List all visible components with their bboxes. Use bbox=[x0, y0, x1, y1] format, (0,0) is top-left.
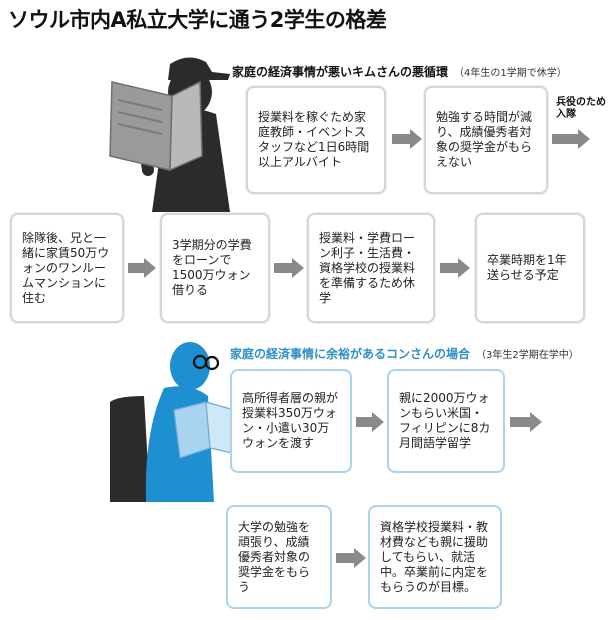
section2-heading-text: 家庭の経済事情に余裕があるコンさんの場合 bbox=[230, 347, 471, 361]
arrow-right-icon bbox=[440, 258, 470, 278]
person-reading-book-icon bbox=[110, 342, 237, 502]
flow-step-text: 除隊後、兄と一緒に家賃50万ウォンのワンルームマンションに住む bbox=[22, 230, 110, 305]
section1-heading: 家庭の経済事情が悪いキムさんの悪循環 （4年生の1学期で休学） bbox=[232, 63, 567, 80]
flow-step-text: 親に2000万ウォンもらい米国・フィリピンに8カ月間語学留学 bbox=[399, 391, 491, 450]
flow-step: 親に2000万ウォンもらい米国・フィリピンに8カ月間語学留学 bbox=[387, 369, 505, 473]
section1-heading-text: 家庭の経済事情が悪いキムさんの悪循環 bbox=[232, 65, 449, 79]
section2-heading: 家庭の経済事情に余裕があるコンさんの場合 （3年生2学期在学中） bbox=[230, 345, 579, 362]
arrow-right-icon bbox=[274, 258, 304, 278]
flow-step-text: 勉強する時間が減り、成績優秀者対象の奨学金がもらえない bbox=[436, 110, 533, 169]
flow-step-text: 授業料・学費ローン利子・生活費・資格学校の授業料を準備するため休学 bbox=[319, 230, 416, 305]
arrow-right-icon bbox=[336, 548, 366, 568]
flow-step-text: 高所得者層の親が授業料350万ウォン・小遣い30万ウォンを渡す bbox=[242, 391, 339, 450]
flow-step-text: 資格学校授業料・教材費なども親に援助してもらい、就活中。卒業前に内定をもらうのが… bbox=[380, 519, 489, 594]
person-with-newspaper-icon bbox=[109, 57, 230, 212]
end-label: 兵役のため入隊 bbox=[556, 97, 606, 120]
flow-step-text: 授業料を稼ぐため家庭教師・イベントスタッフなど1日6時間以上アルバイト bbox=[258, 110, 370, 169]
flow-step: 授業料・学費ローン利子・生活費・資格学校の授業料を準備するため休学 bbox=[307, 213, 435, 323]
arrow-right-icon bbox=[552, 129, 590, 149]
flow-step: 勉強する時間が減り、成績優秀者対象の奨学金がもらえない bbox=[424, 86, 548, 194]
flow-step: 資格学校授業料・教材費なども親に援助してもらい、就活中。卒業前に内定をもらうのが… bbox=[368, 505, 502, 609]
flow-step: 3学期分の学費をローンで1500万ウォン借りる bbox=[160, 213, 270, 323]
section1-note: （4年生の1学期で休学） bbox=[454, 68, 567, 79]
arrow-right-icon bbox=[356, 412, 384, 432]
flow-step: 大学の勉強を頑張り、成績優秀者対象の奨学金をもらう bbox=[226, 505, 332, 609]
flow-step-text: 3学期分の学費をローンで1500万ウォン借りる bbox=[172, 238, 252, 297]
arrow-right-icon bbox=[392, 129, 422, 149]
arrow-right-icon bbox=[128, 258, 156, 278]
page-title: ソウル市内A私立大学に通う2学生の格差 bbox=[8, 8, 387, 32]
section2-note: （3年生2学期在学中） bbox=[476, 350, 579, 361]
flow-step-text: 大学の勉強を頑張り、成績優秀者対象の奨学金をもらう bbox=[238, 519, 311, 594]
flow-step: 除隊後、兄と一緒に家賃50万ウォンのワンルームマンションに住む bbox=[10, 213, 124, 323]
flow-step: 高所得者層の親が授業料350万ウォン・小遣い30万ウォンを渡す bbox=[230, 369, 352, 473]
flow-step-text: 卒業時期を1年送らせる予定 bbox=[487, 253, 567, 282]
flow-step: 卒業時期を1年送らせる予定 bbox=[475, 213, 585, 323]
arrow-right-icon bbox=[510, 412, 542, 432]
flow-step: 授業料を稼ぐため家庭教師・イベントスタッフなど1日6時間以上アルバイト bbox=[246, 86, 386, 194]
